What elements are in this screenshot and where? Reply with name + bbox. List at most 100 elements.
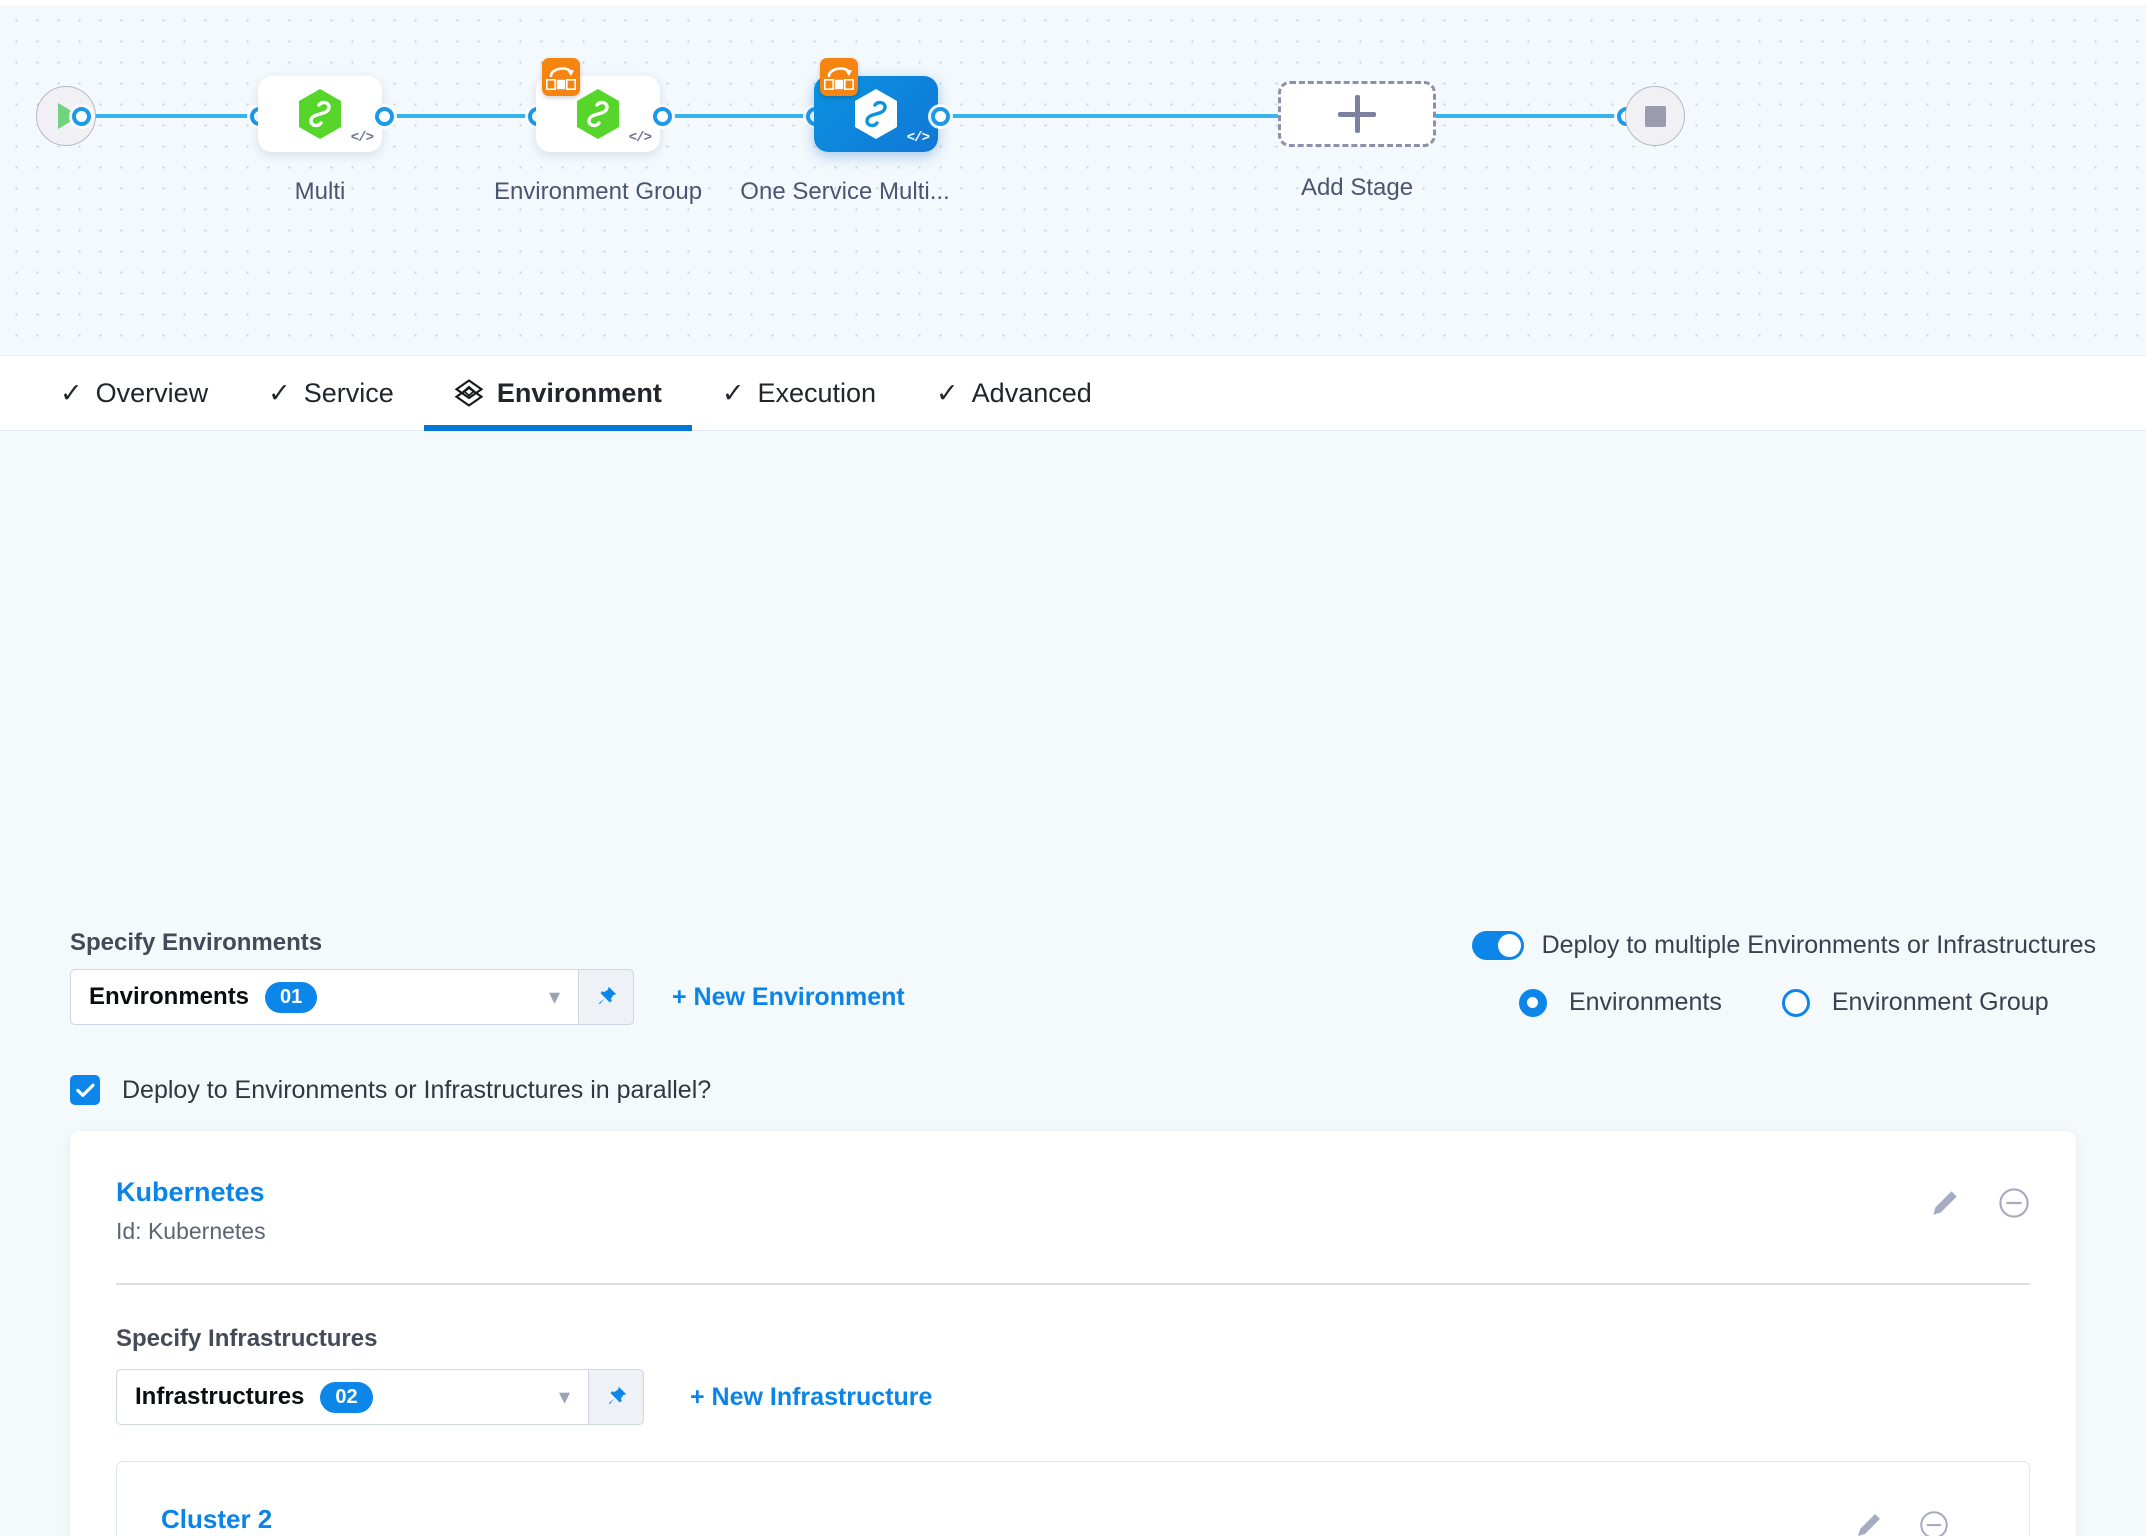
tab-label-environment: Environment — [496, 377, 662, 408]
stage-code-icon[interactable]: </> — [628, 130, 652, 146]
environments-count-badge: 01 — [265, 981, 318, 1013]
port-start-out[interactable] — [72, 107, 91, 126]
deploy-parallel-label: Deploy to Environments or Infrastructure… — [122, 1075, 712, 1104]
infrastructures-select[interactable]: Infrastructures 02 ▾ — [116, 1369, 588, 1425]
environments-select-row: Environments 01 ▾ + New Environment — [70, 969, 905, 1025]
port-stage1-out[interactable] — [375, 107, 394, 126]
infrastructures-pin-button[interactable] — [588, 1369, 644, 1425]
pipeline-canvas[interactable]: </> Multi </> Environment Group — [0, 0, 2146, 356]
tab-service[interactable]: ✓ Service — [238, 356, 424, 431]
add-stage-button[interactable] — [1278, 81, 1436, 147]
wire-stage3-to-addstage — [900, 114, 1280, 118]
check-icon — [75, 1083, 95, 1097]
environments-pin-button[interactable] — [578, 969, 634, 1025]
pencil-icon — [1933, 1191, 1957, 1215]
check-icon: ✓ — [936, 377, 959, 408]
radio-label-environments: Environments — [1568, 988, 1722, 1016]
infrastructure-card-actions — [1855, 1510, 1949, 1536]
tab-environment[interactable]: Environment — [423, 356, 692, 431]
port-stage2-out[interactable] — [653, 107, 672, 126]
tab-overview[interactable]: ✓ Overview — [30, 356, 238, 431]
environment-panel: Specify Environments Environments 01 ▾ +… — [0, 431, 2146, 1536]
new-infrastructure-link[interactable]: + New Infrastructure — [690, 1382, 933, 1411]
tab-label-execution: Execution — [757, 377, 877, 408]
edit-environment-button[interactable] — [1930, 1188, 1960, 1218]
pipeline-end-node[interactable] — [1625, 86, 1685, 146]
stage-code-icon[interactable]: </> — [350, 130, 374, 146]
toggle-knob — [1497, 934, 1521, 957]
environment-card: Kubernetes Id: Kubernetes — [70, 1131, 2076, 1536]
multi-deploy-controls: Deploy to multiple Environments or Infra… — [1471, 931, 2096, 1017]
tab-label-service: Service — [303, 377, 394, 408]
pin-icon — [598, 986, 617, 1005]
stage-config-tabs: ✓ Overview ✓ Service Environment ✓ Execu… — [0, 356, 2146, 431]
multi-deploy-toggle-row: Deploy to multiple Environments or Infra… — [1471, 931, 2096, 960]
environment-type-radio-group: Environments Environment Group — [1472, 988, 2096, 1017]
environment-id-text: Id: Kubernetes — [116, 1218, 266, 1244]
chevron-down-icon: ▾ — [558, 1384, 570, 1409]
stage-code-icon[interactable]: </> — [906, 130, 930, 146]
new-environment-link[interactable]: + New Environment — [672, 982, 905, 1011]
wire-start-to-stage1 — [78, 114, 258, 118]
radio-option-environment-group[interactable]: Environment Group — [1781, 988, 2049, 1017]
tab-execution[interactable]: ✓ Execution — [692, 356, 906, 431]
check-icon: ✓ — [721, 377, 745, 408]
stage-label-environment-group: Environment Group — [493, 178, 703, 205]
wire-stage1-to-stage2 — [345, 114, 535, 118]
plus-icon-vertical — [1354, 95, 1360, 133]
port-stage3-out[interactable] — [931, 107, 950, 126]
harness-hexagon-white-icon — [853, 88, 899, 140]
stage-node-multi[interactable]: </> — [258, 76, 382, 152]
environment-card-actions — [1930, 1187, 2030, 1219]
infrastructures-select-value: Infrastructures — [135, 1383, 305, 1410]
add-stage-label: Add Stage — [1300, 174, 1414, 201]
environments-select-wrap: Environments 01 ▾ — [70, 969, 634, 1025]
matrix-looping-icon — [542, 58, 580, 96]
tab-label-overview: Overview — [95, 377, 209, 408]
deploy-parallel-checkbox[interactable] — [70, 1075, 100, 1105]
matrix-looping-icon — [820, 58, 858, 96]
harness-hexagon-green-icon — [297, 88, 343, 140]
infrastructure-card[interactable]: Cluster 2 Id: Cluster_2 — [116, 1461, 2030, 1536]
deploy-multiple-toggle[interactable] — [1471, 931, 1524, 960]
pencil-icon — [1858, 1514, 1880, 1536]
infrastructures-select-row: Infrastructures 02 ▾ + New Infrastructur… — [116, 1369, 2030, 1425]
circle-minus-icon — [1999, 1188, 2029, 1218]
infrastructure-name-link[interactable]: Cluster 2 — [161, 1504, 273, 1534]
radio-option-environments[interactable]: Environments — [1518, 988, 1722, 1017]
canvas-top-edge — [0, 0, 2146, 5]
environment-card-header: Kubernetes Id: Kubernetes — [70, 1131, 2076, 1245]
environment-name-link[interactable]: Kubernetes — [116, 1177, 265, 1207]
environment-card-divider — [116, 1283, 2030, 1285]
tab-label-advanced: Advanced — [971, 377, 1092, 408]
environments-select[interactable]: Environments 01 ▾ — [70, 969, 578, 1025]
radio-environments[interactable] — [1518, 988, 1547, 1017]
stage-label-one-service-multi: One Service Multi... — [740, 178, 950, 205]
check-icon: ✓ — [60, 377, 83, 408]
stage-node-one-service-multi[interactable]: </> — [814, 58, 938, 152]
stage-label-multi: Multi — [294, 178, 346, 205]
specify-environments-label: Specify Environments — [70, 929, 323, 956]
remove-environment-button[interactable] — [1998, 1187, 2030, 1219]
stage-node-environment-group[interactable]: </> — [536, 58, 660, 152]
wire-stage2-to-stage3 — [620, 114, 815, 118]
environments-select-value: Environments — [89, 983, 250, 1010]
remove-infrastructure-button[interactable] — [1919, 1510, 1949, 1536]
infrastructures-count-badge: 02 — [320, 1381, 373, 1413]
tab-advanced[interactable]: ✓ Advanced — [906, 356, 1122, 431]
pin-icon — [608, 1386, 627, 1405]
circle-minus-icon — [1920, 1511, 1948, 1536]
specify-infrastructures-label: Specify Infrastructures — [116, 1325, 378, 1352]
infrastructures-section: Specify Infrastructures Infrastructures … — [70, 1285, 2076, 1536]
deploy-parallel-row[interactable]: Deploy to Environments or Infrastructure… — [70, 1075, 711, 1105]
edit-infrastructure-button[interactable] — [1855, 1511, 1883, 1536]
infrastructures-select-wrap: Infrastructures 02 ▾ — [116, 1369, 644, 1425]
tab-active-underline — [423, 424, 692, 431]
deploy-multiple-label: Deploy to multiple Environments or Infra… — [1541, 931, 2096, 959]
chevron-down-icon: ▾ — [548, 984, 560, 1009]
stop-icon — [1644, 105, 1666, 127]
wire-addstage-to-end — [1435, 114, 1635, 118]
harness-hexagon-green-icon — [575, 88, 621, 140]
radio-environment-group[interactable] — [1781, 988, 1810, 1017]
radio-label-environment-group: Environment Group — [1831, 988, 2049, 1016]
